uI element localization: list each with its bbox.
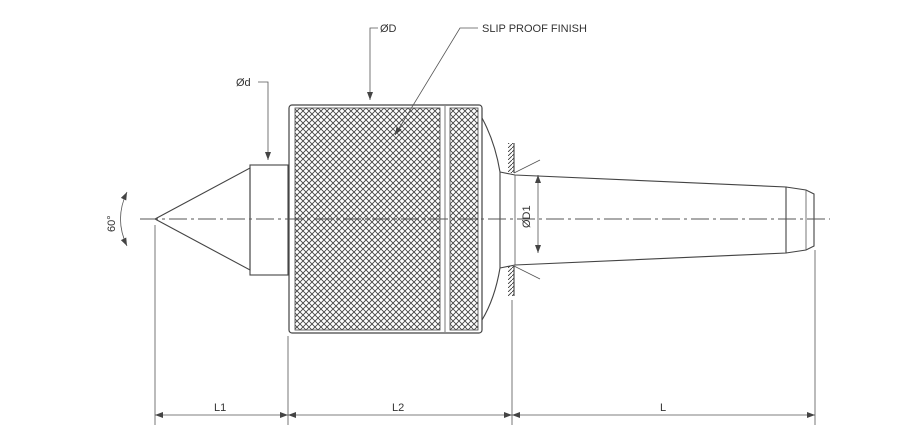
- dim-label-major-diameter: ØD: [380, 23, 397, 35]
- dim-label-angle: 60°: [106, 215, 118, 232]
- body-shoulder: [481, 117, 501, 321]
- minor-diameter-section: [249, 164, 289, 276]
- dim-label-l2: L2: [392, 402, 404, 414]
- dim-label-minor-diameter: Ød: [236, 77, 251, 89]
- finish-note: SLIP PROOF FINISH: [482, 23, 587, 35]
- angle-arc: [120, 191, 128, 247]
- ref-plane-hatch-bottom: [508, 266, 514, 296]
- ref-plane-hatch-top: [508, 143, 514, 173]
- shank-tang: [785, 186, 815, 254]
- taper-shank: [499, 171, 787, 269]
- dim-label-l: L: [660, 402, 666, 414]
- dim-label-taper-diameter: ØD1: [521, 205, 533, 228]
- dim-label-l1: L1: [214, 402, 226, 414]
